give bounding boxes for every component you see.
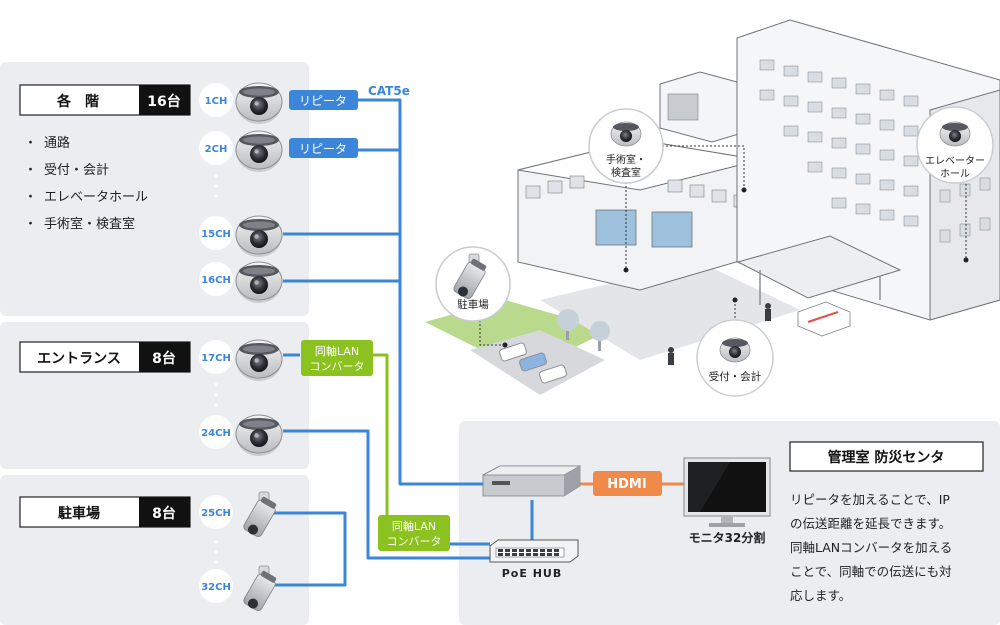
converter-label-line1: 同軸LAN bbox=[392, 519, 436, 533]
people-icons bbox=[668, 303, 771, 365]
repeater-1: リピータ bbox=[289, 90, 358, 110]
ambulance-icon bbox=[797, 301, 851, 337]
converter-label-line2: コンバータ bbox=[387, 535, 442, 548]
location-item: エレベータホール bbox=[44, 190, 148, 205]
tree-icons bbox=[557, 309, 610, 351]
channel-label: 1CH bbox=[205, 96, 228, 107]
svg-text:駐車場: 駐車場 bbox=[457, 298, 489, 311]
repeater-label: リピータ bbox=[299, 142, 347, 156]
dome-camera-icon bbox=[610, 121, 642, 147]
repeater-label: リピータ bbox=[299, 94, 347, 108]
svg-text:・: ・ bbox=[24, 217, 37, 232]
ellipsis-dots bbox=[214, 383, 218, 407]
dome-camera-icon bbox=[235, 215, 283, 258]
svg-text:応します。: 応します。 bbox=[790, 588, 851, 603]
dome-camera-icon bbox=[235, 82, 283, 125]
camera-ch32: 32CH bbox=[199, 565, 280, 614]
entrance-count: 8台 bbox=[152, 350, 176, 367]
control-room-title: 管理室 防災センタ bbox=[789, 441, 984, 472]
channel-label: 2CH bbox=[205, 144, 228, 155]
control-room-description: リピータを加えることで、IP の伝送距離を延長できます。 同軸LANコンバータを… bbox=[790, 492, 952, 603]
svg-text:管理室 防災センタ: 管理室 防災センタ bbox=[828, 449, 945, 466]
channel-label: 24CH bbox=[201, 428, 231, 439]
ellipsis-dots bbox=[214, 540, 218, 564]
floors-name: 各 階 bbox=[56, 93, 99, 110]
floor-locations: ・ 通路 ・ 受付・会計 ・ エレベータホール ・ 手術室・検査室 bbox=[24, 135, 148, 232]
ellipsis-dots bbox=[214, 174, 218, 198]
location-item: 手術室・検査室 bbox=[44, 216, 135, 232]
camera-ch2: 2CH bbox=[199, 130, 283, 173]
svg-text:手術室・: 手術室・ bbox=[606, 153, 646, 166]
svg-text:・: ・ bbox=[24, 136, 37, 151]
callout-reception: 受付・会計 bbox=[696, 319, 774, 397]
callout-parking: 駐車場 bbox=[435, 246, 511, 322]
dome-camera-icon bbox=[235, 130, 283, 173]
coax-converter-1: 同軸LAN コンバータ bbox=[301, 340, 373, 376]
monitor-icon bbox=[683, 457, 771, 527]
dome-camera-icon bbox=[235, 339, 283, 382]
cat5e-label: CAT5e bbox=[368, 84, 410, 98]
svg-text:ことで、同軸での伝送にも対: ことで、同軸での伝送にも対 bbox=[790, 564, 952, 579]
svg-text:エレベーター: エレベーター bbox=[925, 155, 985, 167]
camera-ch24: 24CH bbox=[199, 414, 283, 457]
svg-text:の伝送距離を延長できます。: の伝送距離を延長できます。 bbox=[790, 516, 951, 531]
floors-panel bbox=[0, 62, 309, 316]
camera-ch25: 25CH bbox=[199, 491, 280, 540]
entrance-label: エントランス 8台 bbox=[19, 341, 191, 373]
poe-hub-label: PoE HUB bbox=[502, 567, 563, 580]
monitor-label: モニタ32分割 bbox=[689, 530, 766, 545]
svg-text:HDMI: HDMI bbox=[607, 477, 646, 492]
location-item: 通路 bbox=[44, 135, 70, 151]
channel-label: 17CH bbox=[201, 353, 231, 364]
coax-converter-2: 同軸LAN コンバータ bbox=[378, 515, 450, 551]
converter-label-line2: コンバータ bbox=[310, 360, 365, 373]
svg-text:ホール: ホール bbox=[940, 168, 970, 180]
poe-hub-icon bbox=[489, 539, 579, 563]
recorder-icon bbox=[482, 465, 582, 497]
channel-label: 16CH bbox=[201, 275, 231, 286]
dome-camera-icon bbox=[939, 121, 971, 147]
channel-label: 25CH bbox=[201, 508, 231, 519]
channel-label: 15CH bbox=[201, 229, 231, 240]
svg-text:同軸LANコンバータを加える: 同軸LANコンバータを加える bbox=[790, 540, 952, 555]
hdmi-label: HDMI bbox=[593, 471, 662, 496]
camera-ch15: 15CH bbox=[199, 215, 283, 258]
entrance-name: エントランス bbox=[37, 351, 121, 367]
repeater-2: リピータ bbox=[289, 138, 358, 158]
parking-label: 駐車場 8台 bbox=[19, 496, 191, 528]
floors-label: 各 階 16台 bbox=[19, 84, 191, 116]
car-icons bbox=[499, 342, 567, 384]
camera-ch1: 1CH bbox=[199, 82, 283, 125]
callout-elevator: エレベーター ホール bbox=[916, 106, 994, 184]
svg-text:検査室: 検査室 bbox=[611, 166, 641, 179]
callout-surgery: 手術室・ 検査室 bbox=[588, 108, 664, 184]
location-item: 受付・会計 bbox=[44, 162, 109, 178]
svg-text:・: ・ bbox=[24, 190, 37, 205]
dome-camera-icon bbox=[719, 337, 751, 363]
dome-camera-icon bbox=[235, 261, 283, 304]
hospital-illustration: 手術室・ 検査室 エレベーター ホール 駐車場 受付・会計 bbox=[425, 19, 1000, 397]
svg-text:受付・会計: 受付・会計 bbox=[709, 370, 762, 383]
converter-label-line1: 同軸LAN bbox=[315, 344, 359, 358]
floors-count: 16台 bbox=[147, 93, 180, 110]
camera-ch16: 16CH bbox=[199, 261, 283, 304]
channel-label: 32CH bbox=[201, 582, 231, 593]
parking-count: 8台 bbox=[152, 505, 176, 522]
svg-text:リピータを加えることで、IP: リピータを加えることで、IP bbox=[790, 492, 950, 507]
svg-text:・: ・ bbox=[24, 163, 37, 178]
camera-ch17: 17CH bbox=[199, 339, 283, 382]
parking-name: 駐車場 bbox=[58, 505, 100, 522]
dome-camera-icon bbox=[235, 414, 283, 457]
